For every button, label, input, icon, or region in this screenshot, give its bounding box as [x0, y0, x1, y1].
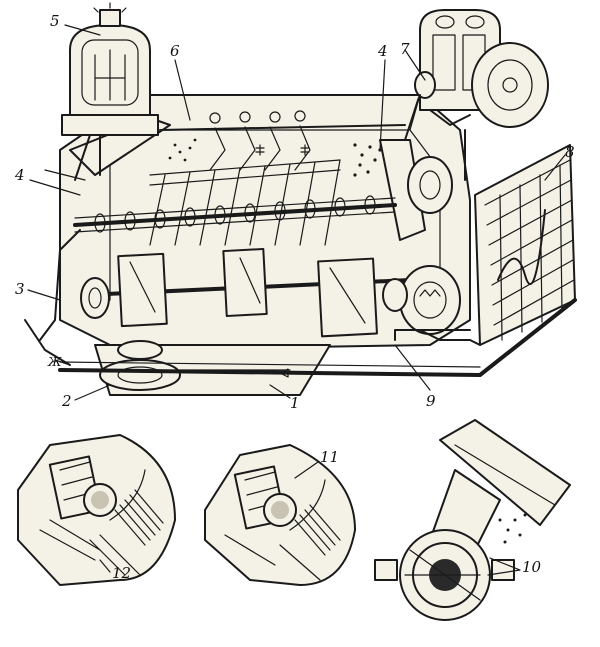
detail-bearing-11 [204, 444, 356, 586]
label-4-right: 4 [378, 42, 388, 60]
oil-lines [24, 94, 577, 378]
oil-drips [168, 138, 382, 177]
leader-lines [27, 24, 566, 401]
label-5: 5 [50, 12, 60, 30]
push-rods [149, 159, 341, 246]
label-10: 10 [522, 558, 542, 576]
crankshaft [80, 247, 412, 338]
oil-filter-centrifuge [61, 2, 159, 181]
label-9: 9 [426, 392, 436, 410]
label-8: 8 [565, 143, 575, 161]
rocker-shaft [159, 110, 406, 171]
label-1: 1 [290, 394, 300, 412]
oil-gallery [73, 195, 397, 233]
label-4-left: 4 [15, 166, 25, 184]
label-2: 2 [62, 392, 72, 410]
label-zh: Ж [48, 355, 62, 369]
label-11: 11 [320, 448, 340, 466]
oil-cooler [474, 144, 576, 346]
label-12: 12 [112, 564, 132, 582]
label-7: 7 [400, 40, 410, 58]
detail-bearing-12 [17, 434, 176, 586]
label-3: 3 [15, 280, 25, 298]
label-6: 6 [170, 42, 180, 60]
oil-pump [99, 340, 181, 391]
fine-filter-unit [414, 9, 549, 181]
front-pulleys [382, 156, 461, 335]
detail-connecting-rod-10 [374, 419, 571, 621]
